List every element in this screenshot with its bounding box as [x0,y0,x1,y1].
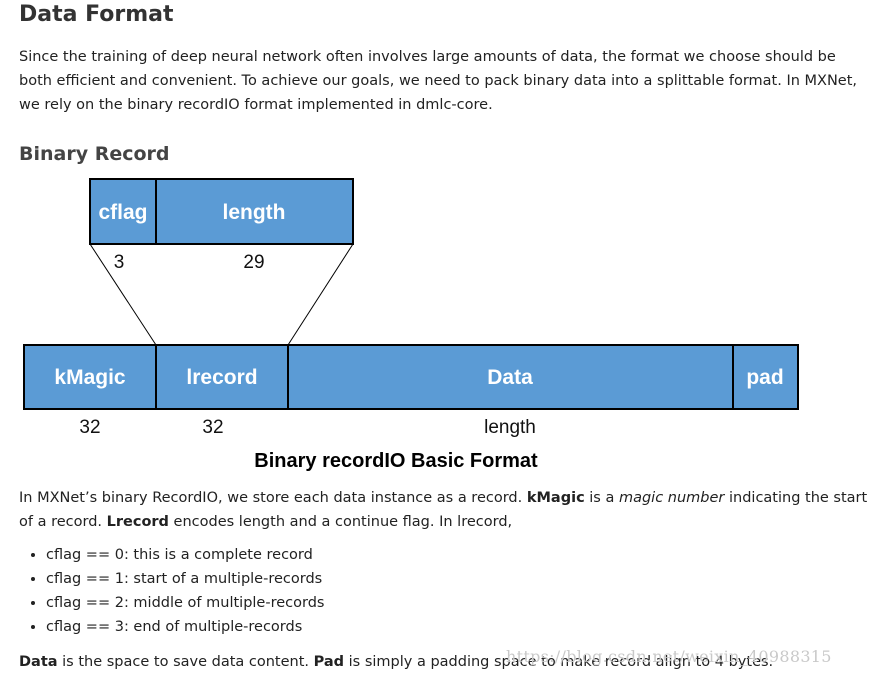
data-label: Data [487,366,533,389]
list-item: cflag == 3: end of multiple-records [46,615,324,639]
length-label: length [223,201,286,224]
length-bits: 29 [243,252,264,273]
kmagic-term: kMagic [526,490,585,506]
lrecord-bits: 32 [202,417,223,438]
connector-right [287,243,354,346]
list-item: cflag == 1: start of a multiple-records [46,567,324,591]
connector-left [89,243,157,346]
page-title: Data Format [19,2,174,27]
magic-number-term: magic number [618,490,725,506]
watermark: https://blog.csdn.net/weixin_40988315 [506,647,832,666]
footer-paragraph: Data is the space to save data content. … [19,654,774,670]
subsection-title: Binary Record [19,143,170,165]
list-item: cflag == 0: this is a complete record [46,543,324,567]
cflag-list: cflag == 0: this is a complete record cf… [26,543,324,639]
pad-term: Pad [313,654,345,670]
record-format-diagram: cflag length 3 29 kMagic lrecord Data pa… [23,178,799,472]
lrecord-term: Lrecord [106,514,169,530]
data-bits: length [484,417,536,438]
cflag-label: cflag [98,201,147,224]
kmagic-label: kMagic [54,366,126,389]
pad-label: pad [746,366,783,389]
pad-cell [732,344,799,410]
cflag-cell [89,178,157,245]
data-cell [287,344,734,410]
kmagic-bits: 32 [79,417,100,438]
lrecord-cell [155,344,289,410]
diagram-caption: Binary recordIO Basic Format [254,450,538,472]
data-term: Data [19,654,58,670]
lrecord-label: lrecord [186,366,257,389]
cflag-bits: 3 [114,252,125,273]
length-cell [155,178,354,245]
list-item: cflag == 2: middle of multiple-records [46,591,324,615]
description-paragraph: In MXNet’s binary RecordIO, we store eac… [19,490,868,530]
intro-paragraph: Since the training of deep neural networ… [19,49,858,113]
